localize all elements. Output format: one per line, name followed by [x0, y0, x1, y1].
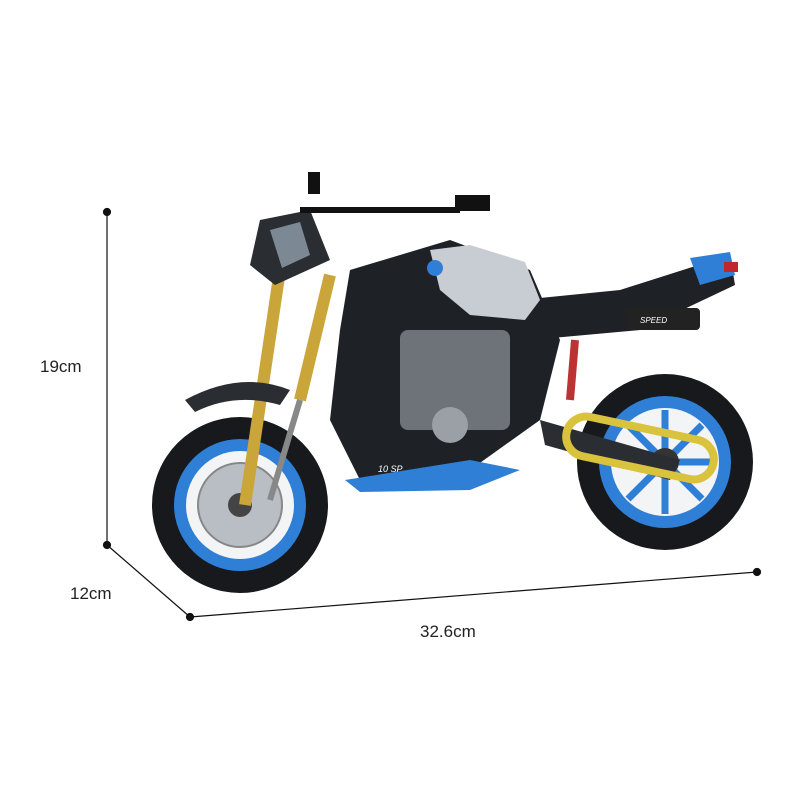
dimension-dot — [102, 207, 112, 217]
front-wheel — [152, 417, 328, 593]
fuel-tank — [430, 245, 540, 320]
dimension-lines — [102, 207, 762, 622]
length-line — [189, 571, 758, 618]
length-label: 32.6cm — [420, 622, 476, 641]
dimension-dot — [185, 612, 195, 622]
dimension-dot — [102, 540, 112, 550]
dimension-dot — [752, 567, 762, 577]
engine — [400, 330, 510, 430]
chain — [562, 412, 718, 484]
decal-text: 10 SP — [378, 464, 403, 474]
tail-section — [520, 255, 735, 340]
depth-line — [106, 544, 191, 618]
mirror — [455, 195, 490, 211]
height-label: 19cm — [40, 357, 82, 376]
tail-decal-text: SPEED — [640, 316, 667, 325]
depth-label: 12cm — [70, 584, 112, 603]
